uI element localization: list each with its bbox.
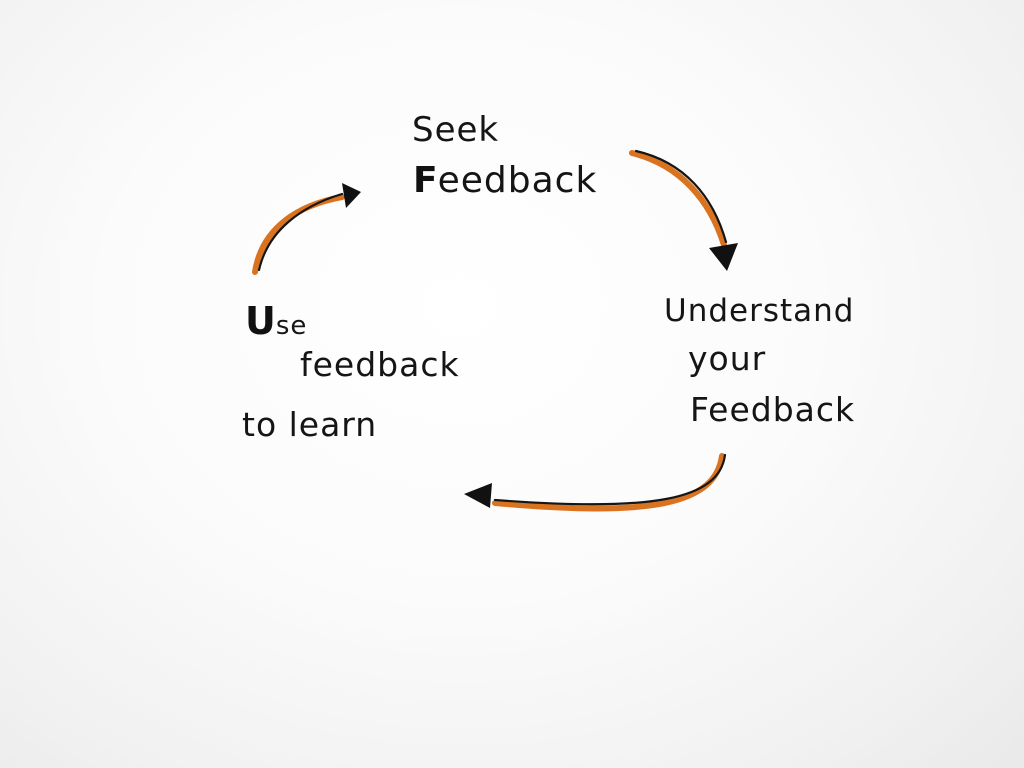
node-understand-line3: Feedback: [690, 390, 855, 429]
arrow-seek-to-understand-orange: [629, 150, 727, 248]
node-understand-line2: your: [688, 339, 766, 378]
node-use-line1: Use: [245, 299, 307, 343]
node-use-line3: to learn: [242, 405, 377, 444]
node-understand-feedback: Understand your Feedback: [664, 293, 855, 429]
arrow-understand-to-use-orange: [492, 453, 725, 512]
node-use-feedback: Use feedback to learn: [242, 299, 460, 444]
node-seek-feedback: Seek Feedback: [412, 110, 597, 201]
arrow-understand-to-use-ink: [493, 453, 727, 506]
node-seek-line1: Seek: [412, 110, 499, 150]
node-use-initial: U: [245, 299, 276, 343]
arrow-use-to-seek-orange: [252, 194, 345, 275]
node-use-rest: se: [276, 311, 308, 341]
arrow-use-to-seek-head: [342, 183, 361, 208]
node-seek-line2: Feedback: [413, 160, 597, 201]
node-understand-line1: Understand: [664, 293, 854, 329]
node-seek-initial: F: [413, 160, 438, 201]
node-use-line2: feedback: [300, 345, 460, 384]
arrow-use-to-seek-ink: [257, 192, 344, 272]
arrow-seek-to-understand-head: [709, 243, 738, 271]
arrow-understand-to-use: [464, 453, 727, 512]
arrow-seek-to-understand-ink: [634, 149, 728, 244]
arrow-use-to-seek: [252, 183, 361, 275]
node-seek-rest: eedback: [438, 160, 598, 201]
arrow-understand-to-use-head: [464, 483, 492, 508]
arrow-seek-to-understand: [629, 149, 738, 271]
